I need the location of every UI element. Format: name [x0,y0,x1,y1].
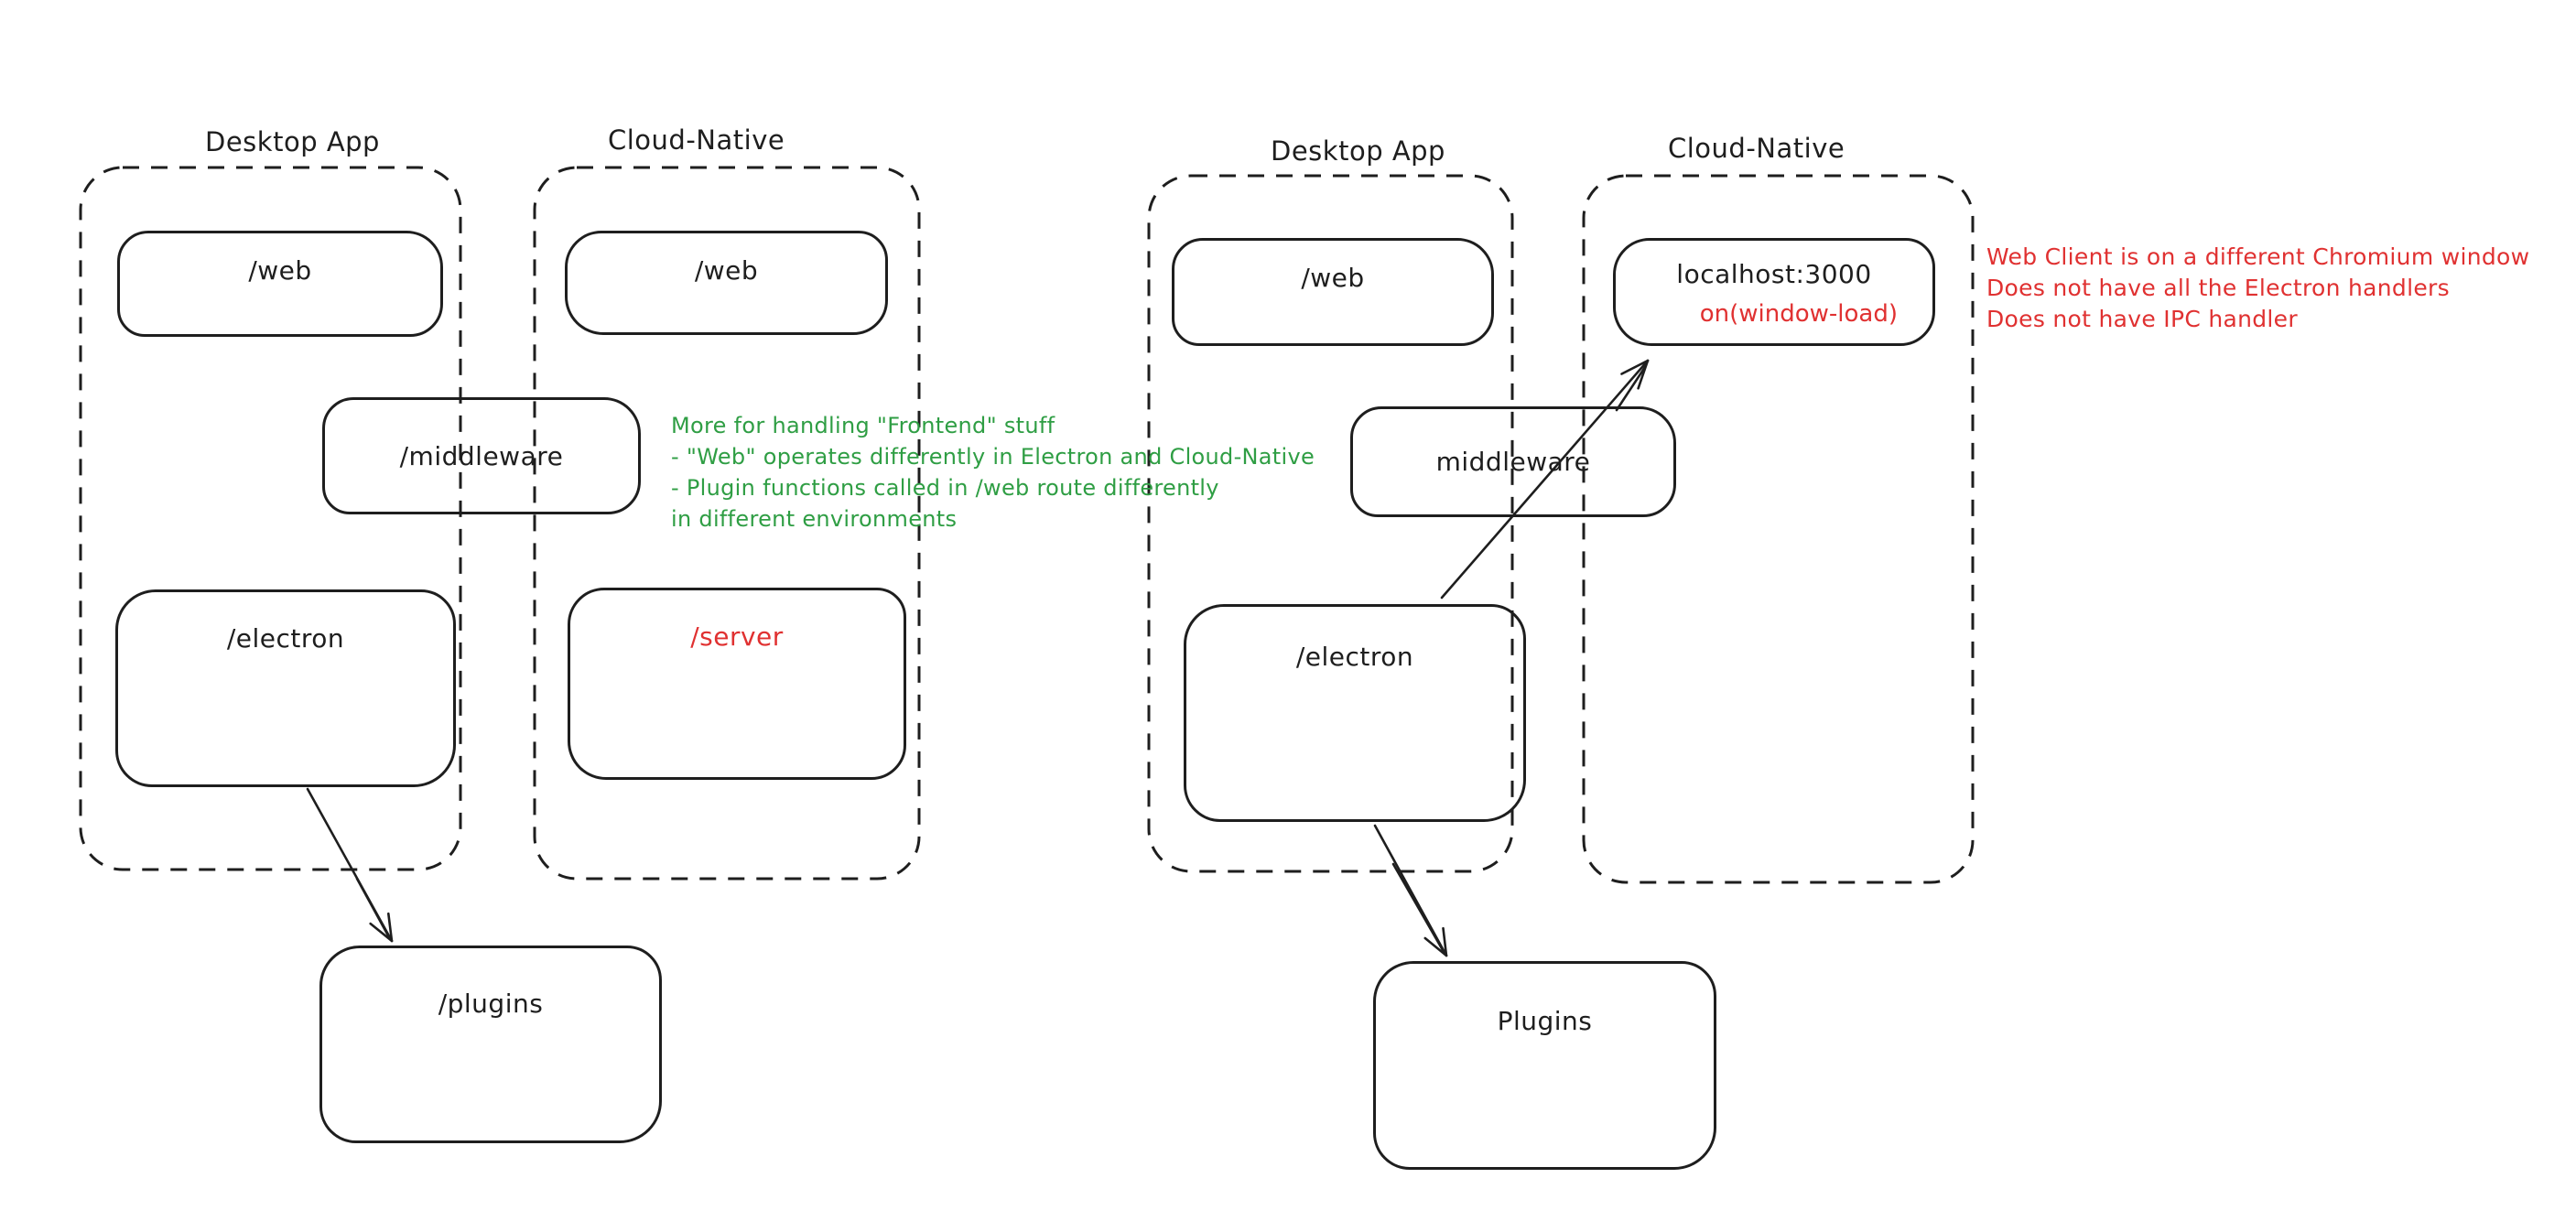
box-middleware-right-label: middleware [1435,447,1591,477]
box-web-right[interactable]: /web [1172,238,1494,346]
container-right-cloud-native[interactable] [1582,174,1975,884]
arrow-electron-to-localhost[interactable] [1440,359,1650,600]
box-plugins-right[interactable]: Plugins [1373,961,1716,1170]
box-plugins-right-label: Plugins [1497,1006,1593,1036]
arrow-electron-to-plugins-left[interactable] [306,787,394,943]
box-middleware-left-label: /middleware [399,440,564,471]
box-electron-right[interactable]: /electron [1184,604,1526,822]
note-line: - Plugin functions called in /web route … [671,475,1219,501]
left-cloud-native-title[interactable]: Cloud-Native [608,124,785,156]
box-server-left[interactable]: /server [568,588,906,780]
note-line: Web Client is on a different Chromium wi… [1986,243,2530,270]
box-web-left-desktop[interactable]: /web [117,231,443,337]
arrow-electron-to-plugins-right[interactable] [1373,824,1448,957]
container-left-cloud-native[interactable] [533,166,921,881]
right-desktop-app-title[interactable]: Desktop App [1271,135,1445,167]
left-annotation-note[interactable]: More for handling "Frontend" stuff - "We… [671,410,1315,535]
box-localhost-3000-label: localhost:3000 [1676,259,1872,289]
box-localhost-3000[interactable]: localhost:3000 on(window-load) [1613,238,1935,346]
container-left-desktop-app[interactable] [79,166,462,871]
right-annotation-note[interactable]: Web Client is on a different Chromium wi… [1986,242,2529,335]
right-cloud-native-title[interactable]: Cloud-Native [1668,133,1845,164]
note-line: Does not have all the Electron handlers [1986,275,2450,301]
box-electron-left[interactable]: /electron [115,589,456,787]
box-web-right-label: /web [1301,263,1365,293]
box-web-left-cloud-label: /web [694,255,759,286]
box-server-left-label: /server [690,621,784,652]
note-line: - "Web" operates differently in Electron… [671,444,1315,470]
note-line: in different environments [671,506,958,532]
localhost-window-load-label: on(window-load) [1699,300,1898,328]
box-electron-right-label: /electron [1295,642,1414,672]
box-web-left-cloud[interactable]: /web [565,231,888,335]
box-electron-left-label: /electron [226,623,345,654]
box-middleware-right[interactable]: middleware [1350,406,1676,517]
note-line: Does not have IPC handler [1986,306,2298,332]
box-middleware-left[interactable]: /middleware [322,397,641,514]
left-desktop-app-title[interactable]: Desktop App [205,126,380,157]
note-line: More for handling "Frontend" stuff [671,413,1055,438]
box-plugins-left[interactable]: /plugins [319,946,662,1143]
box-plugins-left-label: /plugins [438,989,544,1019]
box-web-left-desktop-label: /web [248,255,312,286]
